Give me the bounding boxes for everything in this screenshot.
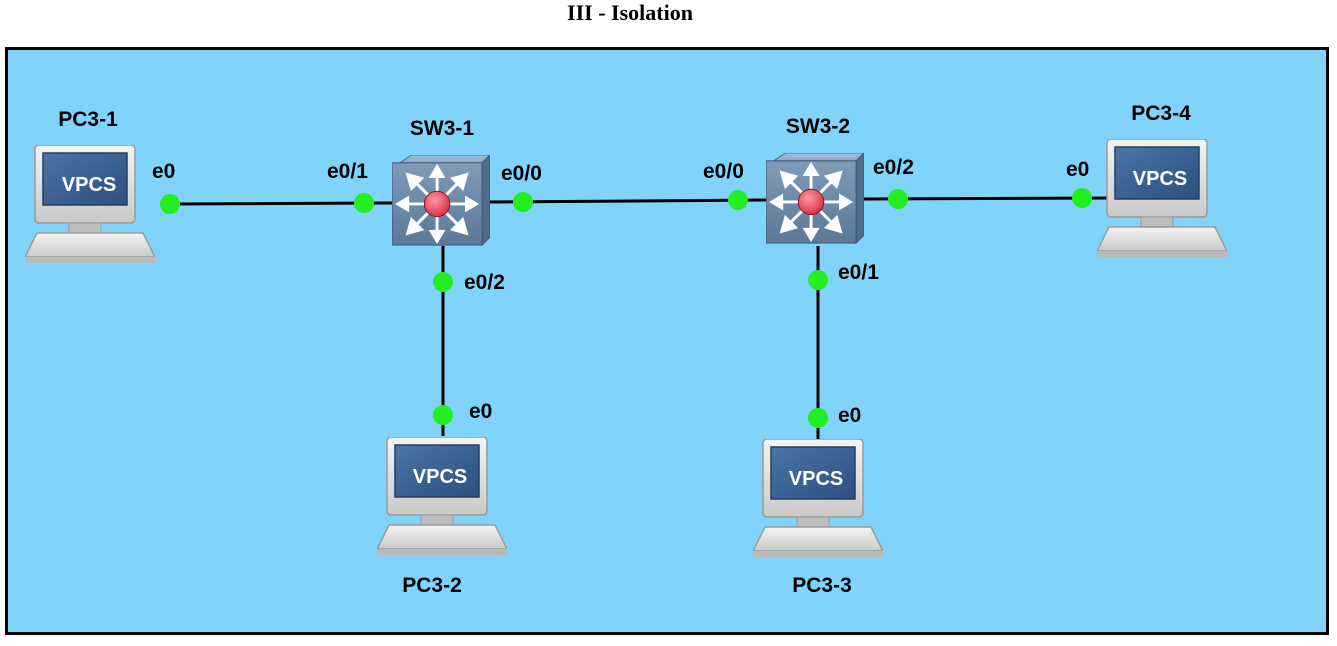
vpcs-badge: VPCS — [1133, 168, 1187, 190]
node-label: PC3-4 — [1131, 102, 1191, 125]
node-pc3-4[interactable]: VPCS PC3-4 — [1097, 102, 1227, 258]
multilayer-switch-icon — [766, 153, 864, 245]
port-label: e0/1 — [327, 160, 368, 183]
diagram-title: III - Isolation — [567, 0, 693, 25]
port-dots — [160, 188, 1092, 428]
port-dot — [808, 270, 828, 290]
vpcs-badge: VPCS — [62, 174, 116, 196]
links — [169, 196, 1113, 440]
node-label: SW3-2 — [786, 115, 850, 138]
port-dot — [513, 192, 533, 212]
computer-icon — [25, 145, 155, 264]
port-label: e0/0 — [501, 162, 542, 185]
port-label: e0/1 — [838, 261, 879, 284]
port-dot — [354, 193, 374, 213]
port-dot — [433, 405, 453, 425]
node-pc3-2[interactable]: VPCS PC3-2 — [377, 437, 507, 597]
port-label: e0 — [469, 400, 492, 423]
port-dot — [808, 408, 828, 428]
computer-icon — [377, 437, 507, 556]
link-sw1-sw2 — [487, 198, 769, 204]
node-label: PC3-2 — [402, 574, 462, 597]
port-label: e0 — [1066, 158, 1089, 181]
node-pc3-3[interactable]: VPCS PC3-3 — [753, 439, 883, 597]
port-labels: e0 e0/1 e0/0 e0/0 e0/2 e0 e0/1 e0 e0/2 e… — [152, 156, 1089, 427]
node-sw3-2[interactable]: SW3-2 — [766, 115, 864, 245]
node-label: PC3-3 — [792, 574, 852, 597]
port-dot — [728, 190, 748, 210]
multilayer-switch-icon — [392, 155, 490, 247]
port-label: e0/2 — [464, 271, 505, 294]
port-label: e0/0 — [703, 160, 744, 183]
computer-icon — [1097, 139, 1227, 258]
vpcs-badge: VPCS — [789, 468, 843, 490]
computer-icon — [753, 439, 883, 558]
port-dot — [888, 189, 908, 209]
node-label: PC3-1 — [58, 108, 118, 131]
port-label: e0/2 — [873, 156, 914, 179]
port-dot — [433, 272, 453, 292]
port-label: e0 — [838, 404, 861, 427]
node-sw3-1[interactable]: SW3-1 — [392, 117, 490, 247]
port-label: e0 — [152, 160, 175, 183]
port-dot — [160, 194, 180, 214]
node-label: SW3-1 — [410, 117, 475, 140]
vpcs-badge: VPCS — [413, 466, 467, 488]
port-dot — [1072, 188, 1092, 208]
node-pc3-1[interactable]: VPCS PC3-1 — [25, 108, 155, 264]
